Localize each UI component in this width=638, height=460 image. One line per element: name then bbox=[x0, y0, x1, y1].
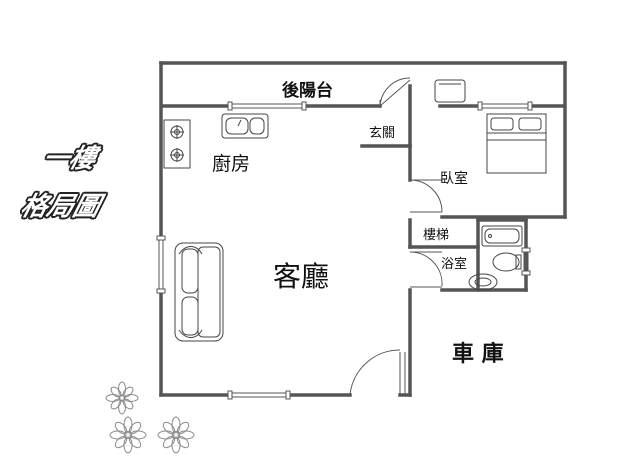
room-label-bedroom: 臥室 bbox=[440, 171, 468, 187]
room-label-garage: 車 庫 bbox=[452, 342, 504, 367]
bed-icon bbox=[486, 113, 547, 174]
room-label-entrance: 玄關 bbox=[369, 126, 396, 141]
bathtub-icon bbox=[481, 225, 523, 247]
kitchen-sink-icon bbox=[221, 113, 269, 139]
flower-icon bbox=[105, 381, 195, 454]
sofa-icon bbox=[174, 242, 224, 342]
room-label-stairs: 樓梯 bbox=[423, 228, 450, 243]
room-label-bathroom: 浴室 bbox=[441, 257, 468, 272]
doors bbox=[349, 77, 443, 396]
washbasin-icon bbox=[468, 273, 498, 291]
room-label-living-room: 客廳 bbox=[273, 260, 330, 293]
windows bbox=[156, 101, 533, 400]
room-label-kitchen: 廚房 bbox=[212, 153, 251, 175]
toilet-icon bbox=[492, 252, 522, 272]
gas-stove-icon bbox=[163, 119, 191, 169]
washer-icon bbox=[434, 79, 466, 103]
room-label-back-balcony: 後陽台 bbox=[282, 81, 333, 101]
